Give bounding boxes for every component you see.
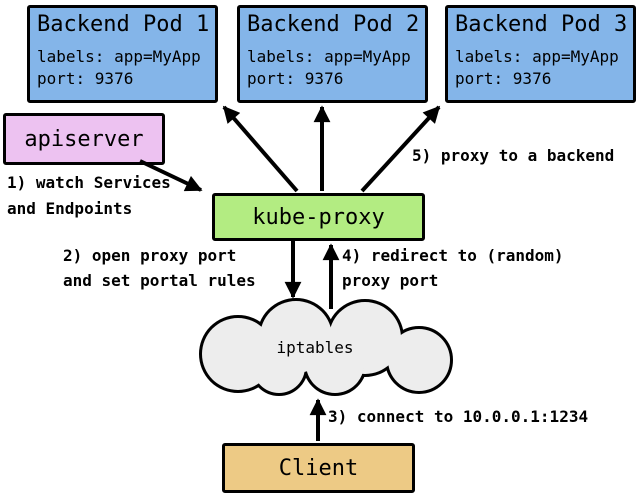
backend-pod-1: Backend Pod 1 labels: app=MyApp port: 93… [27, 5, 218, 103]
apiserver-node: apiserver [3, 113, 165, 165]
backend-pod-3-port: port: 9376 [455, 69, 552, 88]
client-node: Client [222, 443, 415, 493]
backend-pod-3-labels: labels: app=MyApp [455, 47, 619, 66]
step-3-connect: 3) connect to 10.0.0.1:1234 [328, 407, 589, 426]
iptables-label: iptables [276, 338, 354, 357]
step-4-redirect: 4) redirect to (random) proxy port [342, 246, 564, 290]
backend-pod-2-labels: labels: app=MyApp [247, 47, 411, 66]
backend-pod-2-title: Backend Pod 2 [247, 12, 420, 37]
backend-pod-3: Backend Pod 3 labels: app=MyApp port: 93… [445, 5, 636, 103]
backend-pod-2: Backend Pod 2 labels: app=MyApp port: 93… [237, 5, 428, 103]
kube-proxy-node: kube-proxy [212, 193, 425, 241]
client-label: Client [278, 455, 359, 481]
step-2-open-proxy-port: 2) open proxy port and set portal rules [63, 246, 256, 290]
step-1-watch-services: 1) watch Services and Endpoints [7, 173, 171, 218]
apiserver-label: apiserver [24, 126, 144, 152]
backend-pod-1-port: port: 9376 [37, 69, 134, 88]
backend-pod-1-title: Backend Pod 1 [37, 12, 210, 37]
backend-pod-2-port: port: 9376 [247, 69, 344, 88]
iptables-cloud-shape [199, 298, 453, 396]
step-5-proxy-backend: 5) proxy to a backend [412, 146, 615, 165]
kube-proxy-label: kube-proxy [252, 204, 385, 230]
backend-pod-3-title: Backend Pod 3 [455, 12, 628, 37]
arrow-kube-proxy-to-pod1 [222, 105, 299, 193]
backend-pod-1-labels: labels: app=MyApp [37, 47, 201, 66]
